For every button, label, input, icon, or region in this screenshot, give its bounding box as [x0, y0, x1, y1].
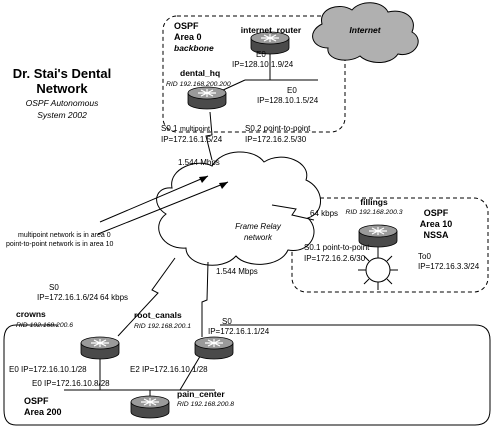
note-point-to-point: point-to-point network is in area 10: [6, 241, 113, 248]
root-s0-ip: IP=172.16.1.1/24: [208, 327, 270, 336]
area0-label-line3: backbone: [174, 43, 214, 53]
area200-boundary: [3, 324, 491, 426]
diagram-subtitle-line1: OSPF Autonomous: [26, 98, 100, 108]
crowns-router: [80, 336, 120, 360]
hq-s02-ip: IP=172.16.2.5/30: [245, 135, 307, 144]
crowns-frame-relay-serial: [117, 257, 176, 337]
pain-center-name: pain_center: [177, 389, 225, 399]
fillings-to0-label: To0: [418, 252, 431, 261]
hq-s01-ip: IP=172.16.1.5/24: [161, 135, 223, 144]
internet-e0-label: E0: [256, 50, 266, 59]
fillings-s01-ip: IP=172.16.2.6/30: [304, 254, 366, 263]
area0-label-line1: OSPF: [174, 21, 199, 31]
crowns-s0-ip: IP=172.16.1.6/24: [37, 293, 99, 302]
hq-s02-label: S0.2 point-to-point: [245, 124, 311, 133]
internet-cloud: [312, 2, 419, 63]
fillings-name: fillings: [360, 197, 388, 207]
fillings-link-speed: 64 kbps: [310, 209, 338, 218]
area200-label-line2: Area 200: [24, 407, 62, 417]
area10-label-line2: Area 10: [420, 219, 453, 229]
frame-relay-label-line2: network: [244, 233, 273, 242]
arrowhead-point-to-point: [219, 182, 228, 189]
fillings-rid: RID 192.168.200.3: [345, 209, 402, 216]
internet-cloud-label: Internet: [349, 25, 381, 35]
fillings-s01-label: S0.1 point-to-point: [304, 243, 370, 252]
note-multipoint: multipoint network is in area 0: [18, 232, 111, 239]
token-ring-icon: [358, 255, 398, 290]
crowns-link-speed: 64 kbps: [100, 293, 128, 302]
diagram-title-line1: Dr. Stai's Dental: [13, 66, 111, 81]
root-canals-frame-relay-serial: [201, 261, 209, 337]
internet-router-name: internet_router: [241, 25, 302, 35]
root-canals-router: [194, 336, 234, 360]
hq-link-speed: 1.544 Mbps: [178, 158, 220, 167]
diagram-title-line2: Network: [36, 81, 88, 96]
area10-label-line1: OSPF: [424, 208, 449, 218]
area10-label-line3: NSSA: [423, 230, 449, 240]
area0-boundary: [162, 15, 346, 133]
root-link-speed: 1.544 Mbps: [216, 267, 258, 276]
pain-center-router: [130, 395, 170, 419]
fillings-to0-ip: IP=172.16.3.3/24: [418, 262, 480, 271]
area200-label-line1: OSPF: [24, 396, 49, 406]
internet-e0-ip: IP=128.10.1.9/24: [232, 60, 294, 69]
pain-center-rid: RID 192.168.200.8: [177, 401, 234, 408]
crowns-e0-label: E0 IP=172.16.10.1/28: [9, 365, 87, 374]
hq-s01-type: multipoint: [180, 126, 210, 133]
root-canals-e2-link: [179, 352, 203, 391]
diagram-subtitle-line2: System 2002: [37, 110, 87, 120]
area0-label-line2: Area 0: [174, 32, 202, 42]
frame-relay-label-line1: Frame Relay: [235, 222, 282, 231]
dental-hq-name: dental_hq: [180, 68, 220, 78]
hq-e0-label: E0: [287, 86, 297, 95]
root-canals-name: root_canals: [134, 310, 182, 320]
annotation-arrow-point-to-point: [97, 181, 229, 235]
annotation-arrow-multipoint: [99, 175, 209, 223]
root-s0-label: S0: [222, 317, 232, 326]
dental-hq-rid: RID 192.168.200.200: [166, 81, 231, 88]
pain-center-e0-label: E0 IP=172.16.10.8/28: [32, 379, 110, 388]
root-e2-label: E2 IP=172.16.10.1/28: [130, 365, 208, 374]
hq-s01-label: S0.1: [161, 124, 178, 133]
hq-e0-ip: IP=128.10.1.5/24: [257, 96, 319, 105]
crowns-s0-label: S0: [49, 283, 59, 292]
arrowhead-multipoint: [199, 176, 208, 183]
hq-frame-relay-serial: [205, 111, 213, 161]
crowns-rid: RID 192.168.200.6: [16, 322, 73, 329]
fillings-frame-relay-serial: [271, 204, 315, 221]
dental-hq-router: [187, 86, 227, 110]
root-canals-rid: RID 192.168.200.1: [134, 323, 191, 330]
crowns-name: crowns: [16, 309, 46, 319]
